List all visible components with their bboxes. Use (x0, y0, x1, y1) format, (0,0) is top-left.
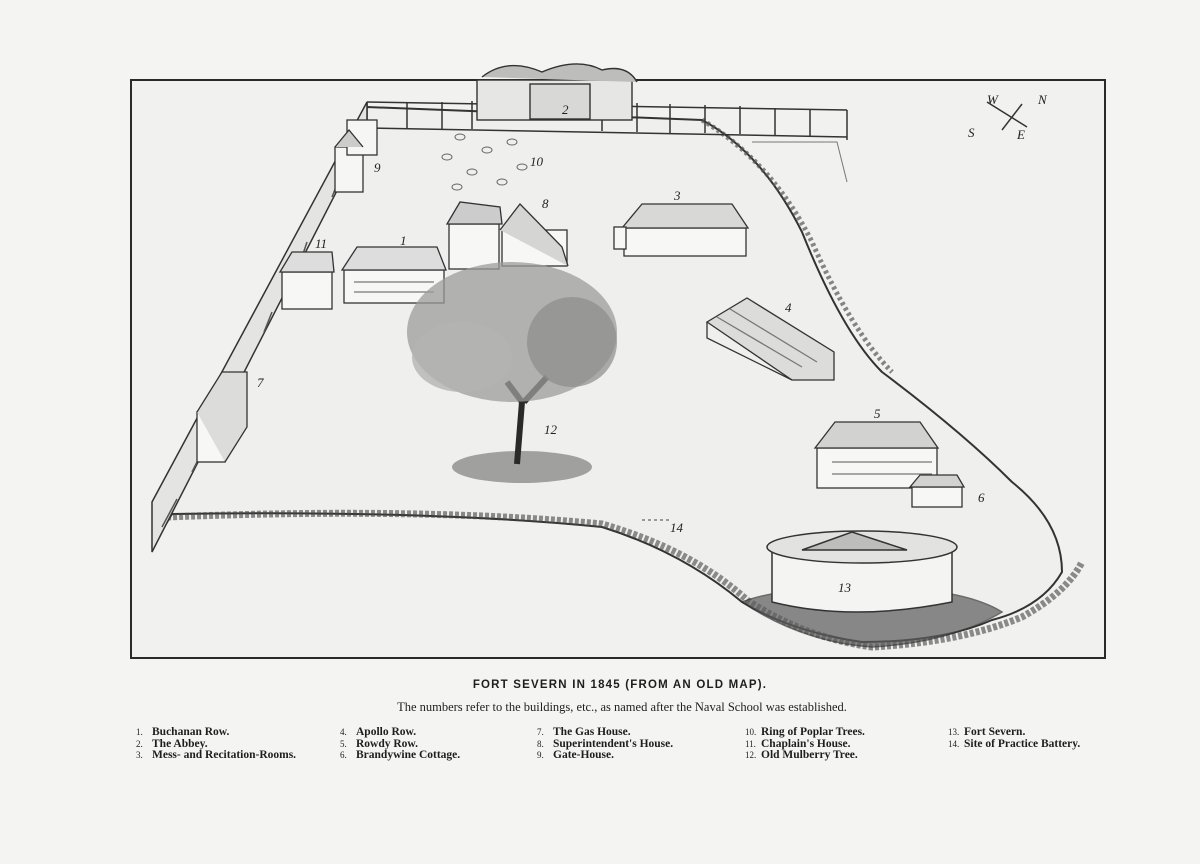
old-mulberry-tree (407, 262, 617, 483)
building-mess-rooms (613, 203, 750, 257)
legend-item: 12.Old Mulberry Tree. (745, 749, 858, 761)
map-label-11: 11 (315, 236, 327, 251)
building-gate-house (334, 119, 378, 193)
building-apollo-row (705, 297, 835, 381)
map-label-12: 12 (544, 422, 558, 437)
legend-column-2: 4.Apollo Row. 5.Rowdy Row. 6.Brandywine … (340, 726, 461, 762)
map-label-5: 5 (874, 406, 881, 421)
ring-of-poplar-trees (441, 133, 528, 191)
building-superintendents-house (445, 201, 569, 270)
gate-structure (476, 63, 638, 121)
map-label-3: 3 (673, 188, 681, 203)
legend-item: 7.The Gas House. (537, 726, 631, 738)
legend-item: 2.The Abbey. (136, 737, 208, 750)
legend-column-3: 7.The Gas House. 8.Superintendent's Hous… (537, 726, 674, 762)
building-brandywine-cottage (908, 474, 966, 508)
compass-n: N (1037, 92, 1048, 107)
legend-item: 13.Fort Severn. (948, 726, 1026, 738)
map-number-labels: 1 2 3 4 5 6 7 8 9 10 11 12 13 14 (257, 102, 985, 595)
legend-item: 6.Brandywine Cottage. (340, 749, 461, 761)
legend-item: 3.Mess- and Recitation-Rooms. (136, 749, 297, 761)
map-label-9: 9 (374, 160, 381, 175)
legend-item: 8.Superintendent's House. (537, 737, 674, 750)
map-label-13: 13 (838, 580, 852, 595)
legend-item: 9.Gate-House. (537, 749, 615, 761)
map-label-8: 8 (542, 196, 549, 211)
caption-title: FORT SEVERN IN 1845 (FROM AN OLD MAP). (472, 679, 768, 691)
legend-item: 1.Buchanan Row. (136, 726, 230, 738)
map-label-10: 10 (530, 154, 544, 169)
caption-subtitle: The numbers refer to the buildings, etc.… (397, 700, 847, 714)
legend-item: 11.Chaplain's House. (745, 737, 851, 750)
compass-e: E (1016, 127, 1025, 142)
map-label-2: 2 (562, 102, 569, 117)
legend-item: 10.Ring of Poplar Trees. (745, 726, 865, 738)
compass-rose: W N S E (968, 92, 1048, 142)
legend-column-4: 10.Ring of Poplar Trees. 11.Chaplain's H… (745, 726, 865, 762)
building-gas-house (196, 371, 248, 463)
map-plate: 1 2 3 4 5 6 7 8 9 10 11 12 13 14 W N S E (130, 63, 1106, 659)
map-label-6: 6 (978, 490, 985, 505)
legend-item: 4.Apollo Row. (340, 726, 417, 738)
map-label-1: 1 (400, 233, 407, 248)
legend-item: 14.Site of Practice Battery. (948, 737, 1081, 750)
map-drawing: 1 2 3 4 5 6 7 8 9 10 11 12 13 14 W N S E (151, 63, 1086, 651)
fort-severn (740, 530, 1004, 648)
compass-w: W (987, 92, 999, 107)
legend-item: 5.Rowdy Row. (340, 737, 418, 750)
river-bank-right (700, 117, 894, 374)
legend-column-5: 13.Fort Severn. 14.Site of Practice Batt… (948, 726, 1081, 750)
map-label-4: 4 (785, 300, 792, 315)
map-label-14: 14 (670, 520, 684, 535)
legend-column-1: 1.Buchanan Row. 2.The Abbey. 3.Mess- and… (136, 726, 297, 762)
map-label-7: 7 (257, 375, 264, 390)
compass-s: S (968, 125, 975, 140)
